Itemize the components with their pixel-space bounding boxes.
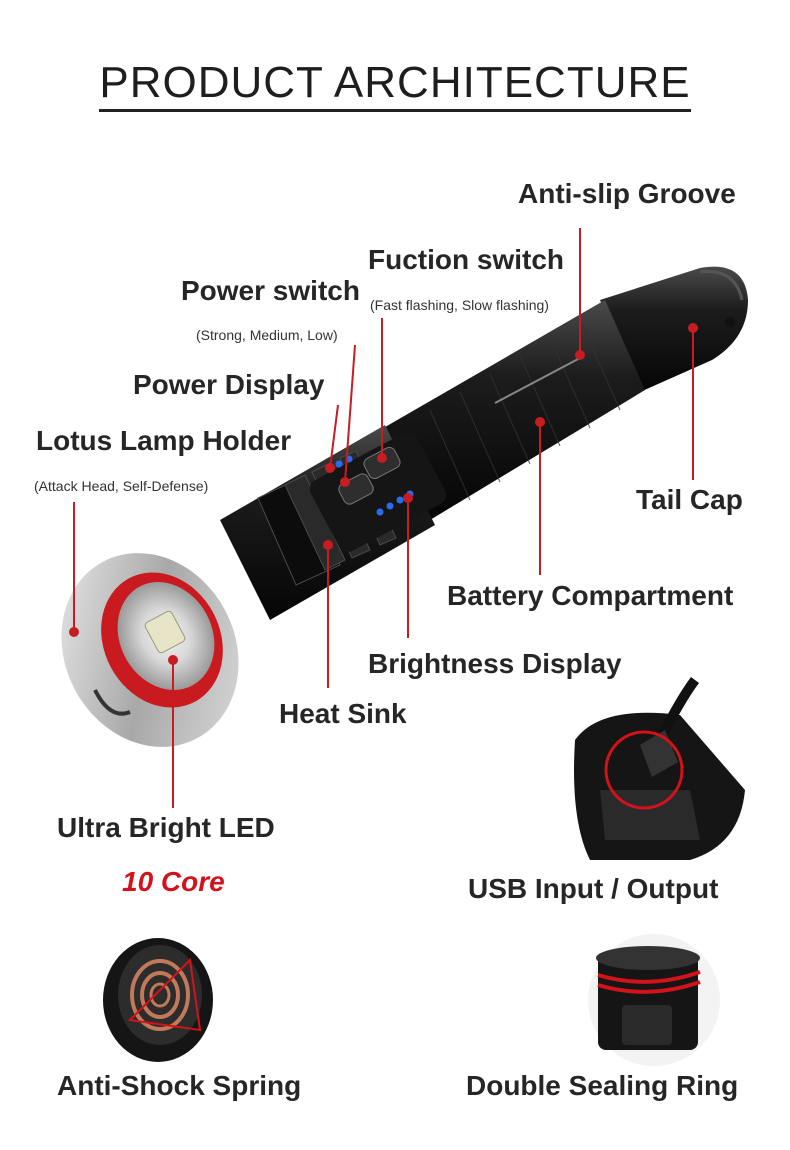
sealing-ring-illustration <box>588 934 720 1066</box>
label-heat-sink: Heat Sink <box>279 698 407 729</box>
label-fuction-switch-sub: (Fast flashing, Slow flashing) <box>370 297 549 313</box>
tail-cap-shape <box>600 266 748 392</box>
label-double-sealing-ring: Double Sealing Ring <box>466 1070 739 1101</box>
label-power-switch-sub: (Strong, Medium, Low) <box>196 327 338 343</box>
label-brightness-display: Brightness Display <box>368 648 622 679</box>
spring-illustration <box>103 938 213 1062</box>
label-battery-compartment: Battery Compartment <box>447 580 734 611</box>
label-fuction-switch: Fuction switch <box>368 244 564 275</box>
label-anti-slip-groove: Anti-slip Groove <box>518 178 736 209</box>
label-tail-cap: Tail Cap <box>636 484 743 515</box>
label-usb: USB Input / Output <box>468 873 719 904</box>
flashlight <box>61 266 748 747</box>
label-led-core: 10 Core <box>122 866 225 897</box>
label-lotus-sub: (Attack Head, Self-Defense) <box>34 478 209 494</box>
label-lotus-lamp-holder: Lotus Lamp Holder <box>36 425 292 456</box>
page-title: PRODUCT ARCHITECTURE <box>0 58 790 112</box>
label-anti-shock-spring: Anti-Shock Spring <box>57 1070 302 1101</box>
label-power-switch: Power switch <box>181 275 360 306</box>
label-ultra-bright-led: Ultra Bright LED <box>57 812 275 843</box>
usb-port-illustration <box>574 677 745 860</box>
label-power-display: Power Display <box>133 369 325 400</box>
leader-lines <box>69 228 698 808</box>
